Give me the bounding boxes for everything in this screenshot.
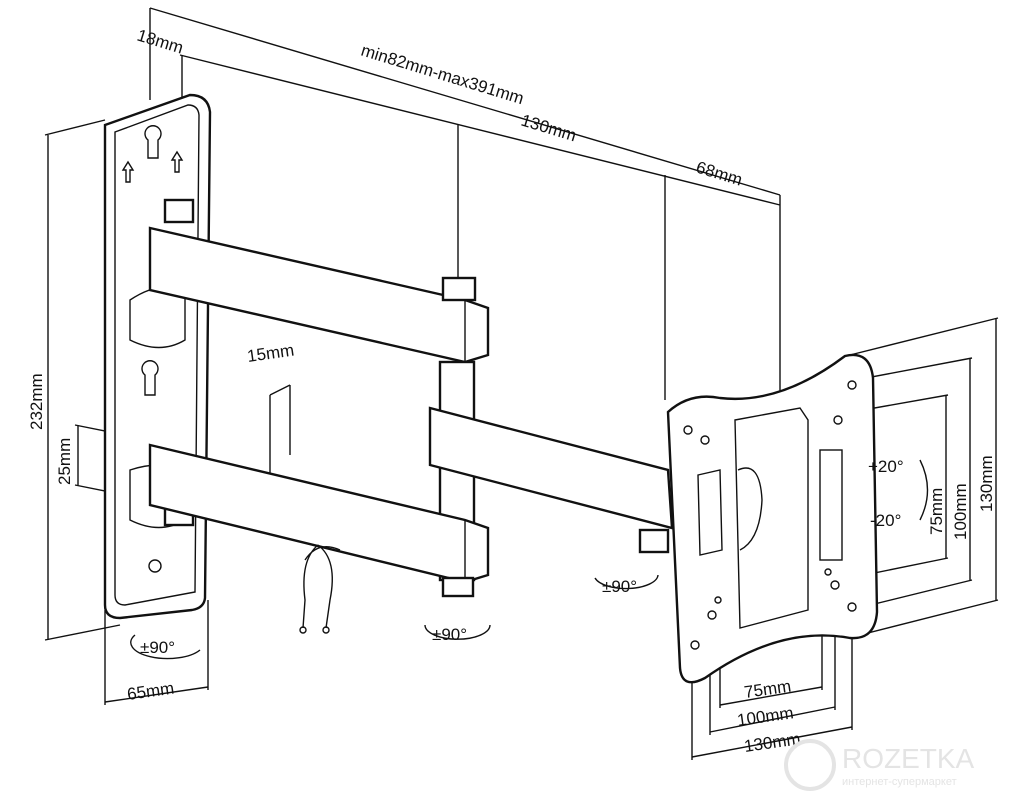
label-arm-width: 25mm xyxy=(55,438,74,485)
label-arm1: 130mm xyxy=(519,111,579,146)
label-vesa-v-large: 130mm xyxy=(977,455,996,512)
label-mid-swivel: ±90° xyxy=(432,625,467,644)
watermark-tagline: интернет-супермаркет xyxy=(842,776,957,788)
front-arm xyxy=(428,406,674,554)
label-vesa-h-large: 130mm xyxy=(743,729,802,756)
cable-clip xyxy=(299,544,341,634)
rotation-arrows xyxy=(130,459,929,660)
label-vesa-h-small: 75mm xyxy=(743,677,792,702)
vesa-plate xyxy=(666,353,879,684)
label-reach: min82mm-max391mm xyxy=(359,41,526,109)
dimension-lines xyxy=(44,7,999,760)
label-vesa-v-mid: 100mm xyxy=(951,483,970,540)
label-vesa-v-small: 75mm xyxy=(927,488,946,535)
label-head-swivel: ±90° xyxy=(602,577,637,596)
label-plate-width: 65mm xyxy=(126,679,175,704)
wall-plate xyxy=(103,93,212,620)
watermark-brand: ROZETKA xyxy=(842,743,975,774)
upper-arm xyxy=(148,226,490,364)
mount-holes xyxy=(683,380,857,650)
label-gap: 15mm xyxy=(246,341,295,366)
label-top-offset: 18mm xyxy=(135,26,186,58)
label-wall-swivel: ±90° xyxy=(140,638,175,657)
lower-arm xyxy=(148,443,490,598)
label-tilt-up: +20° xyxy=(868,457,904,476)
label-height: 232mm xyxy=(27,373,46,430)
rozetka-watermark-logo: ROZETKA интернет-супермаркет xyxy=(784,739,975,791)
label-tilt-down: -20° xyxy=(870,511,901,530)
label-vesa-h-mid: 100mm xyxy=(736,703,795,730)
